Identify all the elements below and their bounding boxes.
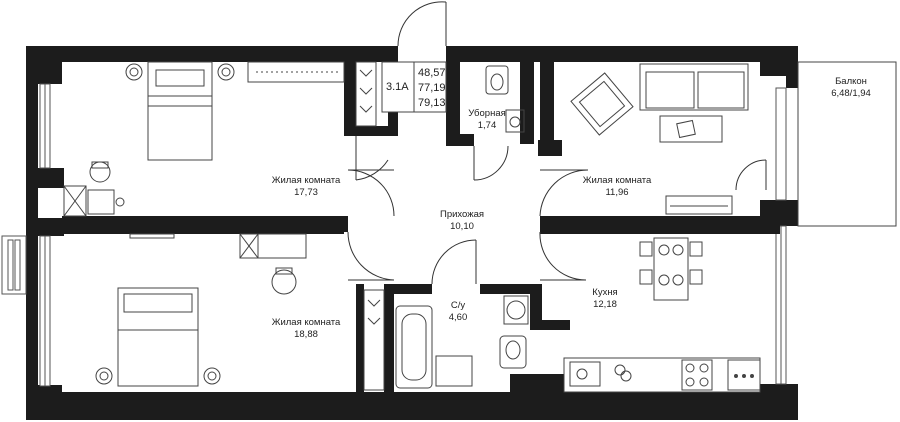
room-name: Кухня: [592, 287, 617, 298]
kitchen-furniture: [563, 237, 761, 393]
room-area: 18,88: [294, 329, 318, 340]
unit-info: 3.1А 48,57 77,19 79,13: [386, 67, 446, 109]
room-name: Балкон: [835, 76, 867, 87]
desk: [239, 233, 307, 259]
bed: [147, 61, 213, 161]
nightstand-lamp: [125, 63, 143, 81]
unit-code: 3.1А: [386, 81, 409, 93]
wardrobe: [247, 61, 345, 83]
room-area: 12,18: [593, 299, 617, 310]
coffee-table: [659, 115, 723, 143]
room-area: 4,60: [449, 312, 468, 323]
room-labels: Жилая комната 17,73 Уборная 1,74 Жилая к…: [272, 76, 871, 340]
kitchen-counter: [563, 357, 761, 393]
bed: [117, 287, 199, 387]
desk: [87, 189, 115, 215]
room-area: 6,48/1,94: [831, 88, 871, 99]
room-name: Уборная: [468, 108, 506, 119]
exterior-walls: [26, 46, 798, 420]
sofa: [639, 63, 749, 111]
dining-table: [653, 237, 689, 301]
balcony: [797, 61, 897, 227]
unit-area-3: 79,13: [418, 97, 446, 109]
hob: [727, 359, 761, 391]
stove: [681, 359, 713, 391]
bathroom-furniture: [395, 295, 529, 389]
sink: [505, 109, 525, 133]
room-name: Жилая комната: [272, 175, 341, 186]
bathtub: [395, 305, 433, 389]
bedroom-2-furniture: [95, 233, 385, 391]
tv-stand: [665, 195, 733, 215]
bedroom-1-furniture: [63, 61, 345, 217]
windows: [1, 83, 787, 387]
room-name: Жилая комната: [272, 317, 341, 328]
room-name: Жилая комната: [583, 175, 652, 186]
room-name: Прихожая: [440, 209, 484, 220]
unit-area-2: 77,19: [418, 82, 446, 94]
room-area: 11,96: [605, 187, 628, 198]
armchair: [570, 72, 634, 136]
washing-machine: [503, 295, 529, 325]
toilet: [485, 65, 509, 95]
toilet: [499, 335, 527, 369]
room-area: 10,10: [450, 221, 474, 232]
wc-furniture: [485, 65, 525, 133]
unit-area-1: 48,57: [418, 67, 446, 79]
room-area: 17,73: [294, 187, 318, 198]
room-area: 1,74: [478, 120, 497, 131]
room-name: С/у: [451, 300, 466, 311]
sink: [435, 355, 473, 387]
doors: [347, 1, 767, 285]
kitchen-sink: [569, 361, 601, 387]
living-furniture: [570, 63, 749, 215]
wardrobe-hall-furniture: [355, 61, 447, 127]
